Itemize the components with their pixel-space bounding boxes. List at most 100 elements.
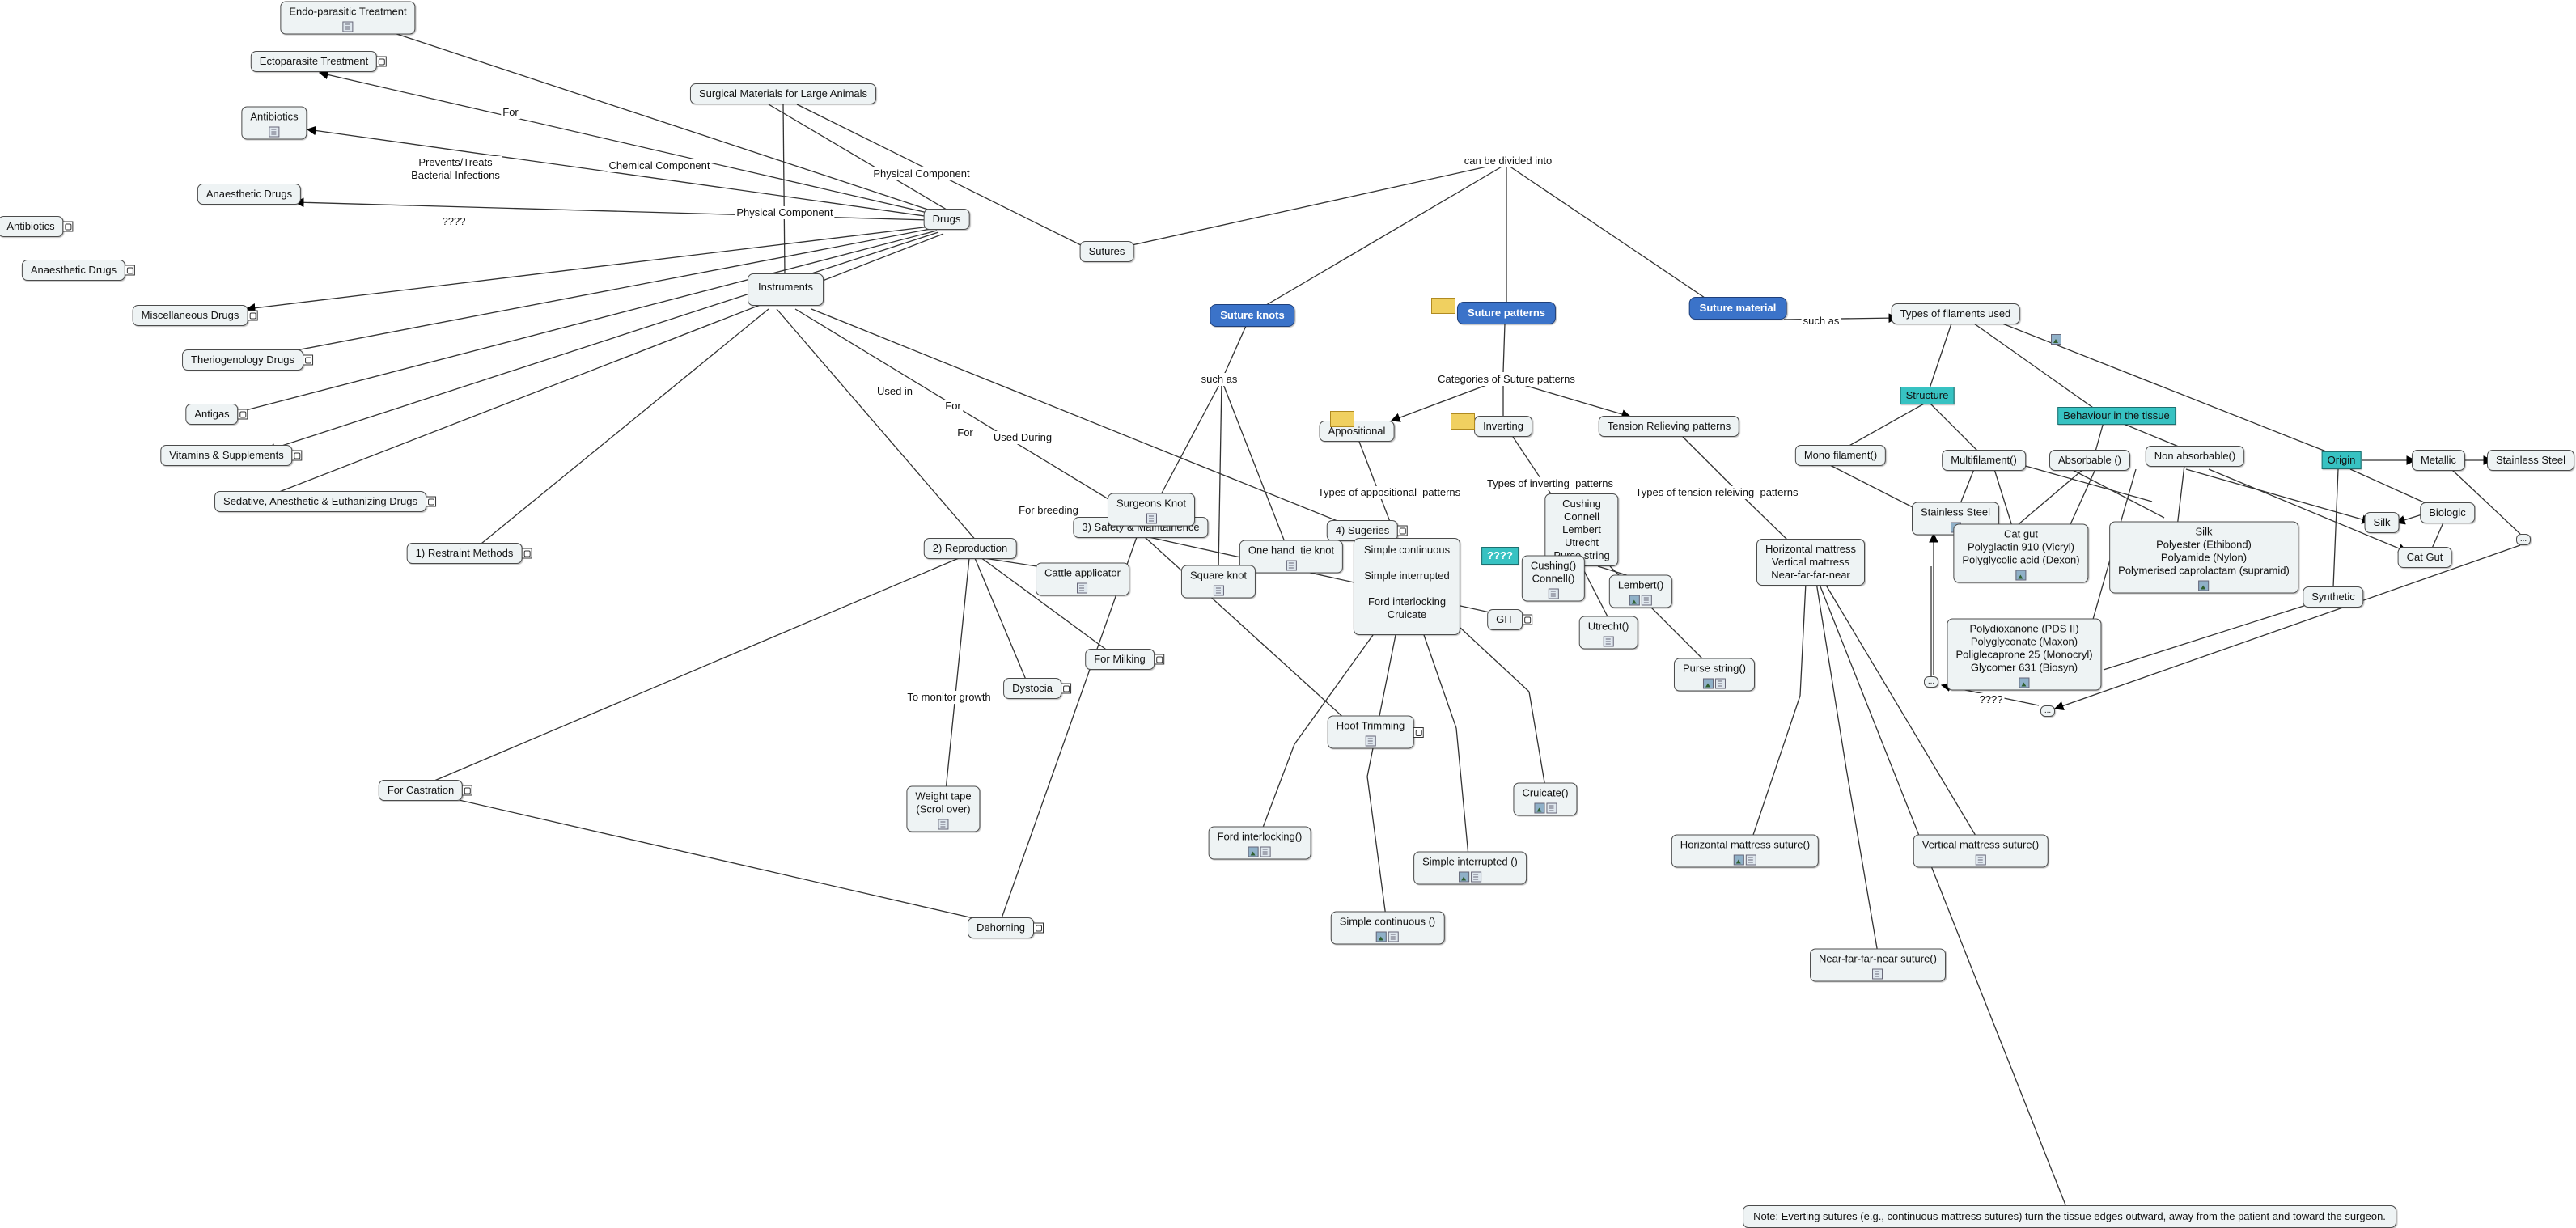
document-icon[interactable] <box>1286 560 1297 571</box>
document-icon[interactable] <box>1365 735 1376 747</box>
mono-filament-node[interactable]: Mono filament() <box>1794 445 1887 466</box>
pds-list-node[interactable]: Polydioxanone (PDS II) Polyglyconate (Ma… <box>1947 618 2102 691</box>
endo-node[interactable]: Endo-parasitic Treatment <box>280 1 416 35</box>
link-icon[interactable] <box>376 56 388 67</box>
root-node[interactable]: Surgical Materials for Large Animals <box>689 83 877 104</box>
horizontal-mattress-node[interactable]: Horizontal mattress suture() <box>1671 834 1820 868</box>
document-icon[interactable] <box>1745 854 1756 866</box>
document-icon[interactable] <box>938 819 949 830</box>
multi-filament-node[interactable]: Multifilament() <box>1942 450 2026 471</box>
surgeons-knot-node[interactable]: Surgeons Knot <box>1107 493 1196 527</box>
dehorning-node[interactable]: Dehorning <box>968 917 1044 938</box>
question-node[interactable]: ???? <box>1481 547 1519 565</box>
biologic-node[interactable]: Biologic <box>2420 502 2475 523</box>
behaviour-node[interactable]: Behaviour in the tissue <box>2057 407 2176 425</box>
instruments-node[interactable]: Instruments <box>748 273 824 306</box>
appositional-list-node[interactable]: Simple continuous Simple interrupted For… <box>1353 538 1461 635</box>
link-icon[interactable] <box>291 450 303 461</box>
cattle-applicator-node[interactable]: Cattle applicator <box>1036 562 1129 596</box>
catgut-node[interactable]: Cat Gut <box>2397 547 2452 568</box>
structure-node[interactable]: Structure <box>1900 387 1955 404</box>
link-icon[interactable] <box>237 409 248 420</box>
cushing-node[interactable]: Cushing() Connell() <box>1521 555 1586 602</box>
image-icon[interactable] <box>1533 802 1544 814</box>
image-icon[interactable] <box>2019 677 2030 688</box>
synthetic-node[interactable]: Synthetic <box>2303 586 2364 608</box>
antibiotics-standalone-node[interactable]: Antibiotics <box>0 216 74 237</box>
misc-node[interactable]: Miscellaneous Drugs <box>132 305 258 326</box>
git-node[interactable]: GIT <box>1487 609 1532 630</box>
image-icon[interactable] <box>1376 931 1387 942</box>
image-icon[interactable] <box>1248 846 1259 857</box>
sticky-note-icon[interactable] <box>1431 298 1455 314</box>
inverting-node[interactable]: Inverting <box>1474 416 1532 437</box>
appositional-node[interactable]: Appositional <box>1319 421 1395 442</box>
link-icon[interactable] <box>462 785 473 796</box>
antibiotics-node[interactable]: Antibiotics <box>241 106 307 140</box>
suture-patterns-node[interactable]: Suture patterns <box>1456 302 1557 324</box>
document-icon[interactable] <box>1388 931 1399 942</box>
stainless-steel-origin-node[interactable]: Stainless Steel <box>2487 450 2574 471</box>
metallic-node[interactable]: Metallic <box>2411 450 2466 471</box>
image-icon[interactable] <box>2198 580 2210 591</box>
silk-node[interactable]: Silk <box>2364 512 2400 533</box>
catgut-list-node[interactable]: Cat gut Polyglactin 910 (Vicryl) Polygly… <box>1953 523 2089 583</box>
absorbable-node[interactable]: Absorbable () <box>2049 450 2131 471</box>
ford-node[interactable]: Ford interlocking() <box>1208 826 1311 860</box>
reproduction-node[interactable]: 2) Reproduction <box>923 538 1017 559</box>
document-icon[interactable] <box>1260 846 1271 857</box>
sedative-node[interactable]: Sedative, Anesthetic & Euthanizing Drugs <box>214 491 436 512</box>
link-icon[interactable] <box>1060 683 1071 694</box>
suture-knots-node[interactable]: Suture knots <box>1210 304 1295 327</box>
link-icon[interactable] <box>425 496 436 507</box>
link-icon[interactable] <box>247 310 258 321</box>
castration-node[interactable]: For Castration <box>378 780 473 801</box>
silk-list-node[interactable]: Silk Polyester (Ethibond) Polyamide (Nyl… <box>2109 521 2298 594</box>
milking-node[interactable]: For Milking <box>1085 649 1164 670</box>
square-knot-node[interactable]: Square knot <box>1180 565 1256 599</box>
document-icon[interactable] <box>1545 802 1557 814</box>
link-icon[interactable] <box>521 548 532 559</box>
simple-continuous-node[interactable]: Simple continuous () <box>1330 911 1445 945</box>
collapsed-node[interactable]: ... <box>2516 534 2531 545</box>
purse-string-node[interactable]: Purse string() <box>1673 658 1756 692</box>
simple-interrupted-node[interactable]: Simple interrupted () <box>1413 851 1527 885</box>
collapsed-node[interactable]: ... <box>2040 705 2055 717</box>
document-icon[interactable] <box>1213 585 1224 596</box>
hoof-trimming-node[interactable]: Hoof Trimming <box>1327 715 1424 749</box>
document-icon[interactable] <box>269 126 280 138</box>
tension-list-node[interactable]: Horizontal mattress Vertical mattress Ne… <box>1756 539 1865 586</box>
link-icon[interactable] <box>125 265 136 276</box>
antigas-node[interactable]: Antigas <box>185 404 248 425</box>
link-icon[interactable] <box>1413 726 1424 738</box>
document-icon[interactable] <box>1641 595 1652 606</box>
note-node[interactable]: Note: Everting sutures (e.g., continuous… <box>1743 1205 2396 1228</box>
utrecht-node[interactable]: Utrecht() <box>1578 616 1638 650</box>
one-hand-knot-node[interactable]: One hand tie knot <box>1239 540 1344 574</box>
anaesthetic-standalone-node[interactable]: Anaesthetic Drugs <box>21 260 136 281</box>
anaesthetic-node[interactable]: Anaesthetic Drugs <box>197 184 302 205</box>
image-icon[interactable] <box>2015 570 2027 581</box>
sticky-note-icon[interactable] <box>1330 411 1354 427</box>
image-icon[interactable] <box>1733 854 1744 866</box>
lembert-node[interactable]: Lembert() <box>1608 574 1673 608</box>
document-icon[interactable] <box>1548 588 1559 599</box>
document-icon[interactable] <box>1146 513 1157 524</box>
document-icon[interactable] <box>1715 678 1726 689</box>
vertical-mattress-node[interactable]: Vertical mattress suture() <box>1913 834 2049 868</box>
tension-node[interactable]: Tension Relieving patterns <box>1598 416 1740 437</box>
weight-tape-node[interactable]: Weight tape (Scrol over) <box>906 785 981 832</box>
vitamins-node[interactable]: Vitamins & Supplements <box>160 445 303 466</box>
sticky-note-icon[interactable] <box>1451 413 1475 430</box>
document-icon[interactable] <box>1471 871 1481 883</box>
document-icon[interactable] <box>1872 968 1883 980</box>
dystocia-node[interactable]: Dystocia <box>1003 678 1071 699</box>
image-icon[interactable] <box>1703 678 1714 689</box>
link-icon[interactable] <box>1397 525 1409 536</box>
document-icon[interactable] <box>1077 582 1088 594</box>
near-far-node[interactable]: Near-far-far-near suture() <box>1810 948 1946 982</box>
collapsed-node[interactable]: ... <box>1924 676 1938 688</box>
link-icon[interactable] <box>1153 654 1164 665</box>
link-icon[interactable] <box>1521 614 1532 625</box>
link-icon[interactable] <box>1033 922 1044 934</box>
